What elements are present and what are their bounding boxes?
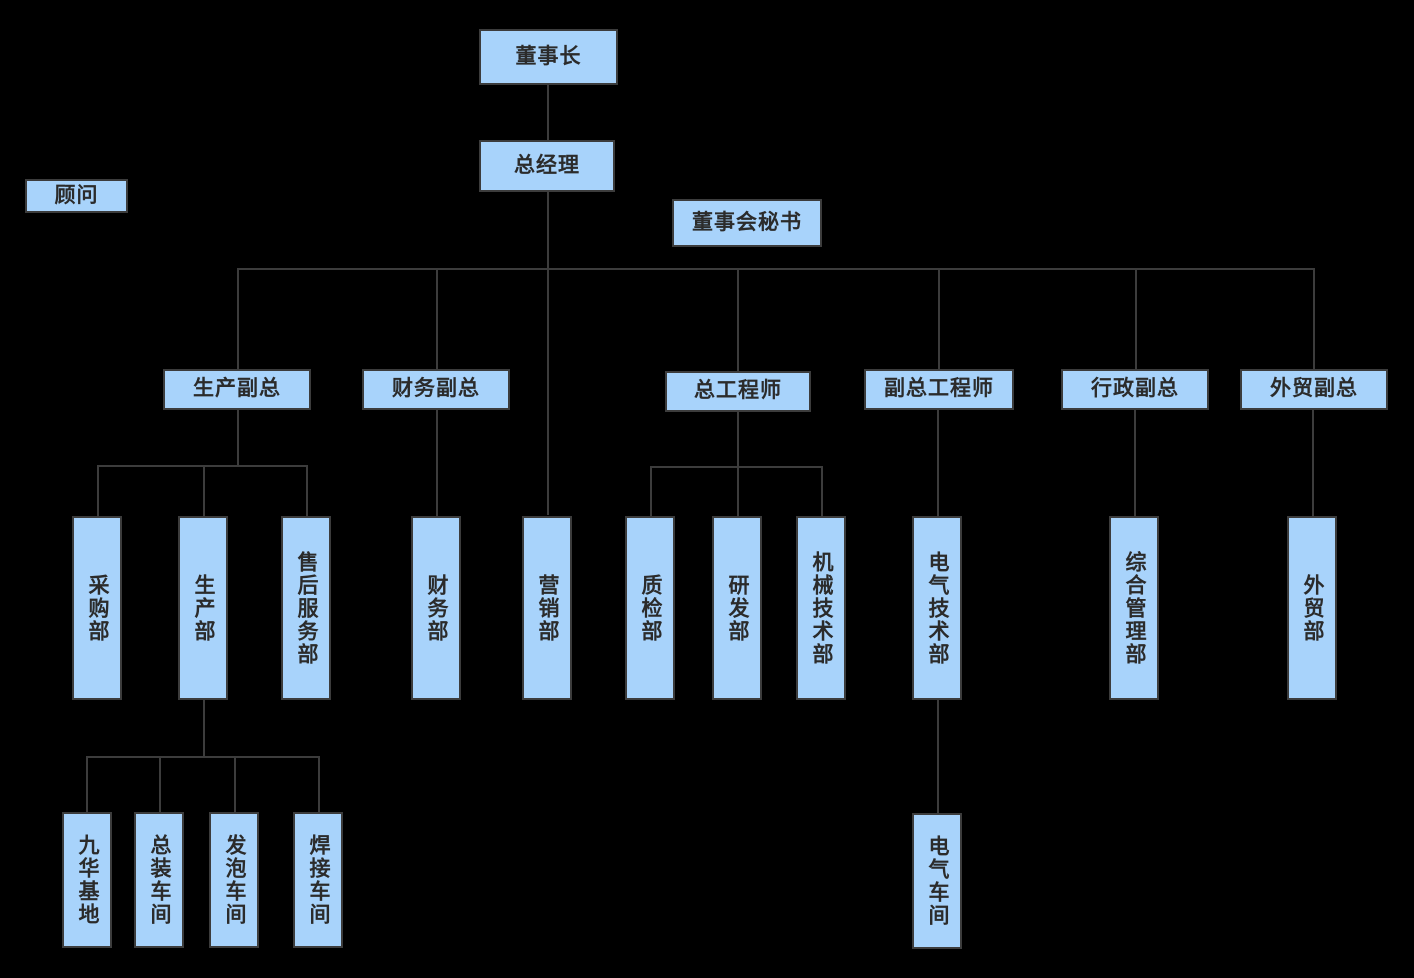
connector-workshop-bus [86, 756, 319, 758]
connector-to-ws-welding [318, 756, 320, 812]
node-dept-purchasing[interactable]: 采购部 [72, 516, 122, 700]
node-vp-finance[interactable]: 财务副总 [362, 369, 510, 410]
node-deputy-chief-engineer[interactable]: 副总工程师 [864, 369, 1014, 410]
connector-vp-foreign-trade-to-dept-foreign-trade [1312, 410, 1314, 516]
connector-chairman-to-gm [547, 85, 549, 140]
node-dept-electrical[interactable]: 电气技术部 [912, 516, 962, 700]
node-general-manager[interactable]: 总经理 [479, 140, 615, 192]
connector-vp-administration-to-dept-general-admin [1134, 410, 1136, 516]
node-dept-general-admin[interactable]: 综合管理部 [1109, 516, 1159, 700]
node-dept-foreign-trade[interactable]: 外贸部 [1287, 516, 1337, 700]
connector-to-dept-purchasing [97, 465, 99, 516]
connector-deputy-chief-engineer-to-dept-electrical [937, 410, 939, 516]
node-dept-mechanical[interactable]: 机械技术部 [796, 516, 846, 700]
connector-chief-engineer-bus [650, 466, 823, 468]
connector-bus-to-vp-administration [1135, 268, 1137, 369]
node-ws-welding[interactable]: 焊接车间 [293, 812, 343, 948]
connector-to-dept-after-sales [306, 465, 308, 516]
connector-bus-to-vp-production [237, 268, 239, 369]
connector-to-dept-mechanical [821, 466, 823, 516]
node-vp-production[interactable]: 生产副总 [163, 369, 311, 410]
node-ws-electrical[interactable]: 电气车间 [912, 813, 962, 949]
connector-vp-production-stem [237, 410, 239, 466]
connector-main-bus [237, 268, 1314, 270]
node-dept-quality[interactable]: 质检部 [625, 516, 675, 700]
node-dept-after-sales[interactable]: 售后服务部 [281, 516, 331, 700]
connector-bus-to-deputy-chief-engineer [938, 268, 940, 369]
node-vp-administration[interactable]: 行政副总 [1061, 369, 1209, 410]
connector-gm-trunk [547, 192, 549, 515]
connector-dept-electrical-to-ws-electrical [937, 700, 939, 813]
node-ws-jiuhua-base[interactable]: 九华基地 [62, 812, 112, 948]
connector-to-dept-quality [650, 466, 652, 516]
node-chief-engineer[interactable]: 总工程师 [665, 371, 811, 412]
connector-chief-engineer-stem [737, 412, 739, 467]
connector-to-dept-rnd [737, 466, 739, 516]
connector-to-ws-foaming [234, 756, 236, 812]
node-ws-foaming[interactable]: 发泡车间 [209, 812, 259, 948]
connector-bus-to-vp-foreign-trade [1313, 268, 1315, 369]
connector-to-ws-jiuhua-base [86, 756, 88, 812]
node-board-secretary[interactable]: 董事会秘书 [672, 199, 822, 247]
connector-vp-finance-to-dept-finance [436, 410, 438, 516]
connector-dept-production-stem [203, 700, 205, 757]
connector-to-dept-production [203, 465, 205, 516]
node-chairman[interactable]: 董事长 [479, 29, 618, 85]
connector-bus-to-chief-engineer [737, 268, 739, 371]
node-dept-production[interactable]: 生产部 [178, 516, 228, 700]
node-ws-assembly[interactable]: 总装车间 [134, 812, 184, 948]
node-vp-foreign-trade[interactable]: 外贸副总 [1240, 369, 1388, 410]
connector-vp-production-bus [97, 465, 308, 467]
node-dept-finance[interactable]: 财务部 [411, 516, 461, 700]
connector-bus-to-vp-finance [436, 268, 438, 369]
node-dept-rnd[interactable]: 研发部 [712, 516, 762, 700]
node-advisor[interactable]: 顾问 [25, 179, 128, 213]
node-dept-marketing[interactable]: 营销部 [522, 516, 572, 700]
connector-to-ws-assembly [159, 756, 161, 812]
